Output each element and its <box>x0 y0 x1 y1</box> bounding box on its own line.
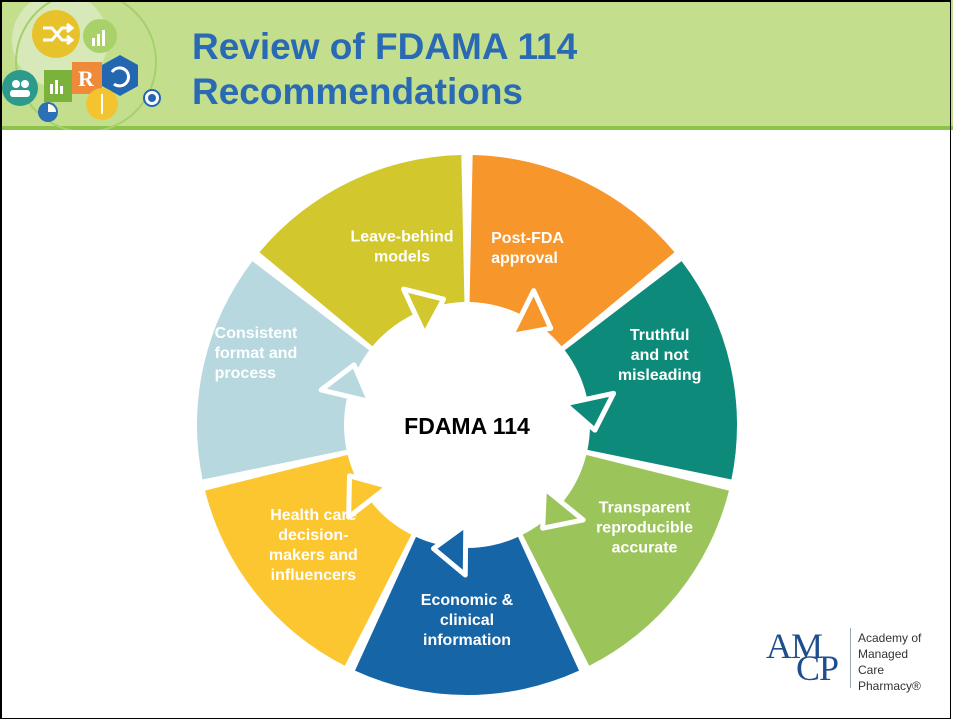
heart-icon <box>143 89 161 107</box>
slide-header <box>0 0 953 130</box>
refresh-icon <box>102 55 138 96</box>
segment-6-label: Consistent format and process <box>215 325 298 382</box>
segment-7-arrow <box>401 286 447 337</box>
segment-6-label-line: format and <box>215 345 298 362</box>
segment-2-label-line: Truthful <box>630 327 690 344</box>
segment-4-label: Economic & clinical information <box>421 592 514 649</box>
segment-3-label: Transparent reproducible accurate <box>596 500 693 557</box>
title-line-2: Recommendations <box>192 71 524 112</box>
segment-3-label-line: accurate <box>612 540 678 557</box>
segment-6-arrow <box>318 362 373 405</box>
slide-title: Review of FDAMA 114 Recommendations <box>192 24 577 114</box>
logo-org-name: Academy of Managed Care Pharmacy® <box>858 630 936 694</box>
segment-4-arrow <box>431 522 469 578</box>
segment-3-label-line: Transparent <box>599 500 691 517</box>
segment-3-label-line: reproducible <box>596 520 693 537</box>
logo-mark-cp: CP <box>796 648 839 688</box>
segment-5-label: Health care decision-makers and influencer… <box>269 507 358 584</box>
amcp-logo: AM CP Academy of Managed Care Pharmacy® <box>766 624 936 694</box>
org-name-line-3: Pharmacy® <box>858 679 921 693</box>
segment-5-label-line: Health care <box>270 507 356 524</box>
segment-5-label-line: influencers <box>271 567 356 584</box>
segment-2-arrow <box>562 390 617 433</box>
segment-1-label: Post-FDA approval <box>491 230 564 267</box>
bar-chart-icon <box>44 70 72 102</box>
header-divider <box>0 126 953 130</box>
segment-7-label-line: models <box>374 248 430 265</box>
header-icon-cluster: R <box>2 0 161 130</box>
pie-chart-icon <box>38 102 58 122</box>
title-line-1: Review of FDAMA 114 <box>192 26 578 67</box>
segment-7-label: Leave-behind models <box>350 228 453 265</box>
center-label: FDAMA 114 <box>404 413 530 439</box>
org-name-line-1: Academy of <box>858 631 922 645</box>
rx-icon: R <box>72 62 102 94</box>
segment-5-label-line: makers and <box>269 547 358 564</box>
segment-5-arrow <box>346 473 391 520</box>
segment-6-label-line: Consistent <box>215 325 298 342</box>
segment-2-label-line: misleading <box>618 367 702 384</box>
segment-7-label-line: Leave-behind <box>350 228 453 245</box>
segment-2-label: Truthful and not misleading <box>618 327 702 384</box>
center-circle <box>344 302 590 548</box>
chart-icon <box>83 19 117 53</box>
logo-mark-am: AM <box>766 626 823 666</box>
segment-4-label-line: information <box>423 632 511 649</box>
segment-3-arrow <box>540 485 586 531</box>
segment-1-arrow <box>508 288 554 338</box>
segment-5-label-line: decision- <box>278 527 348 544</box>
segment-2-label-line: and not <box>631 347 689 364</box>
segment-6-label-line: process <box>215 365 276 382</box>
segment-4-label-line: Economic & <box>421 592 514 609</box>
svg-text:R: R <box>78 66 95 91</box>
segment-4-label-line: clinical <box>440 612 494 629</box>
segment-1-label-line: Post-FDA <box>491 230 564 247</box>
people-icon <box>2 70 38 106</box>
caduceus-icon <box>86 88 118 120</box>
org-name-line-2: Managed Care <box>858 647 909 677</box>
segment-1-label-line: approval <box>491 250 558 267</box>
shuffle-icon <box>32 10 80 58</box>
logo-divider <box>850 628 851 688</box>
segment-4 <box>354 461 580 695</box>
